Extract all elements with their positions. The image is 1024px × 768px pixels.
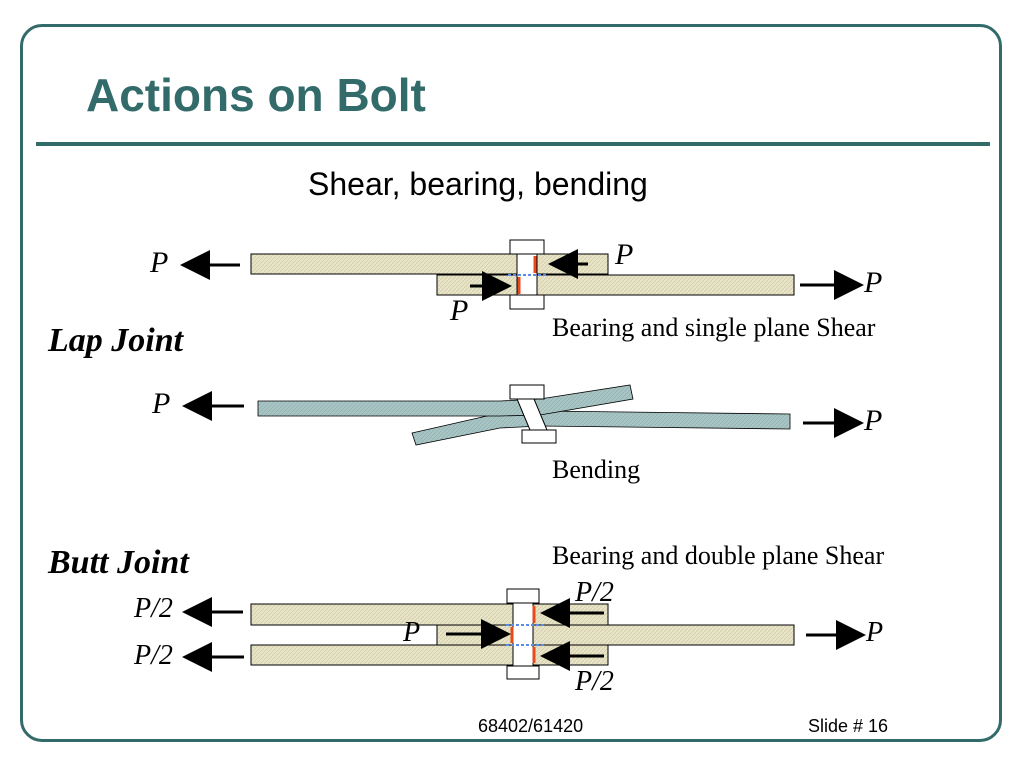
- bending-caption: Bending: [552, 455, 640, 484]
- force-label-left: P: [149, 246, 168, 279]
- force-label-half-top-left: P/2: [133, 593, 173, 624]
- slide-frame: [20, 24, 1002, 742]
- force-label-bottom: P: [449, 294, 468, 327]
- bolt-nut: [506, 665, 540, 680]
- force-label-right: P: [863, 266, 882, 299]
- bolt-nut: [509, 294, 545, 310]
- force-label-half-bottom-left: P/2: [133, 640, 173, 671]
- subtitle: Shear, bearing, bending: [308, 166, 648, 202]
- butt-joint-figure: [182, 588, 866, 680]
- lap-shear-caption: Bearing and single plane Shear: [552, 313, 876, 342]
- bent-bolt-nut: [521, 429, 557, 444]
- bolt-shank: [512, 602, 534, 667]
- force-label-half-bottom-right: P/2: [574, 666, 614, 697]
- force-label-half-top-right: P/2: [574, 577, 614, 608]
- force-label-right: P: [863, 404, 882, 437]
- bent-plate-upper: [257, 384, 634, 417]
- bolt-head: [506, 588, 540, 604]
- page-title: Actions on Bolt: [86, 69, 426, 121]
- footer-slide-number: Slide # 16: [808, 716, 889, 736]
- force-label-full-left: P: [402, 617, 420, 648]
- lap-shear-figure: [180, 239, 864, 310]
- lap-heading: Lap Joint: [47, 322, 185, 359]
- force-label-full-right: P: [865, 617, 883, 648]
- lap-bending-figure: [182, 384, 864, 446]
- force-label-left: P: [151, 387, 170, 420]
- butt-heading: Butt Joint: [47, 544, 190, 581]
- title-divider: [36, 142, 990, 146]
- butt-caption: Bearing and double plane Shear: [552, 541, 884, 570]
- bent-bolt-head: [509, 384, 545, 400]
- force-label-top: P: [614, 238, 633, 271]
- bolt-head: [509, 239, 545, 255]
- footer-code: 68402/61420: [478, 716, 584, 736]
